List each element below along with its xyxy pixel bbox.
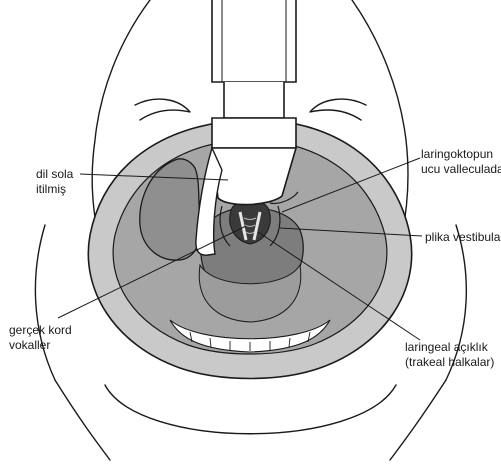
laryngoscope-connector [224, 82, 284, 118]
jaw-right [390, 380, 446, 460]
laryngoscope-head [212, 118, 296, 148]
cheek-left [35, 225, 55, 380]
hair-line-left [135, 99, 190, 120]
label-laringeal-aciklik: laringeal açıklık (trakeal halkalar) [405, 340, 494, 370]
label-laringoktopun: laringoktopun ucu valleculada [421, 147, 501, 177]
label-gercek-kord-line1: gerçek kord [9, 323, 72, 338]
label-dil-sola: dil sola itilmiş [36, 167, 73, 197]
label-laringeal-line1: laringeal açıklık [405, 340, 494, 355]
label-laringoktopun-line2: ucu valleculada [421, 162, 501, 177]
label-gercek-kord: gerçek kord vokaller [9, 323, 72, 353]
label-plika-vestibularis: plika vestibularis [425, 230, 501, 245]
jaw-left [55, 380, 110, 460]
chin-outline [105, 385, 396, 434]
label-dil-sola-line1: dil sola [36, 167, 73, 182]
hair-line-right [310, 99, 366, 120]
label-laringeal-line2: (trakeal halkalar) [405, 355, 494, 370]
laryngoscope-handle [212, 0, 296, 82]
label-gercek-kord-line2: vokaller [9, 338, 72, 353]
label-laringoktopun-line1: laringoktopun [421, 147, 501, 162]
label-dil-sola-line2: itilmiş [36, 182, 73, 197]
label-plika-line1: plika vestibularis [425, 230, 501, 245]
